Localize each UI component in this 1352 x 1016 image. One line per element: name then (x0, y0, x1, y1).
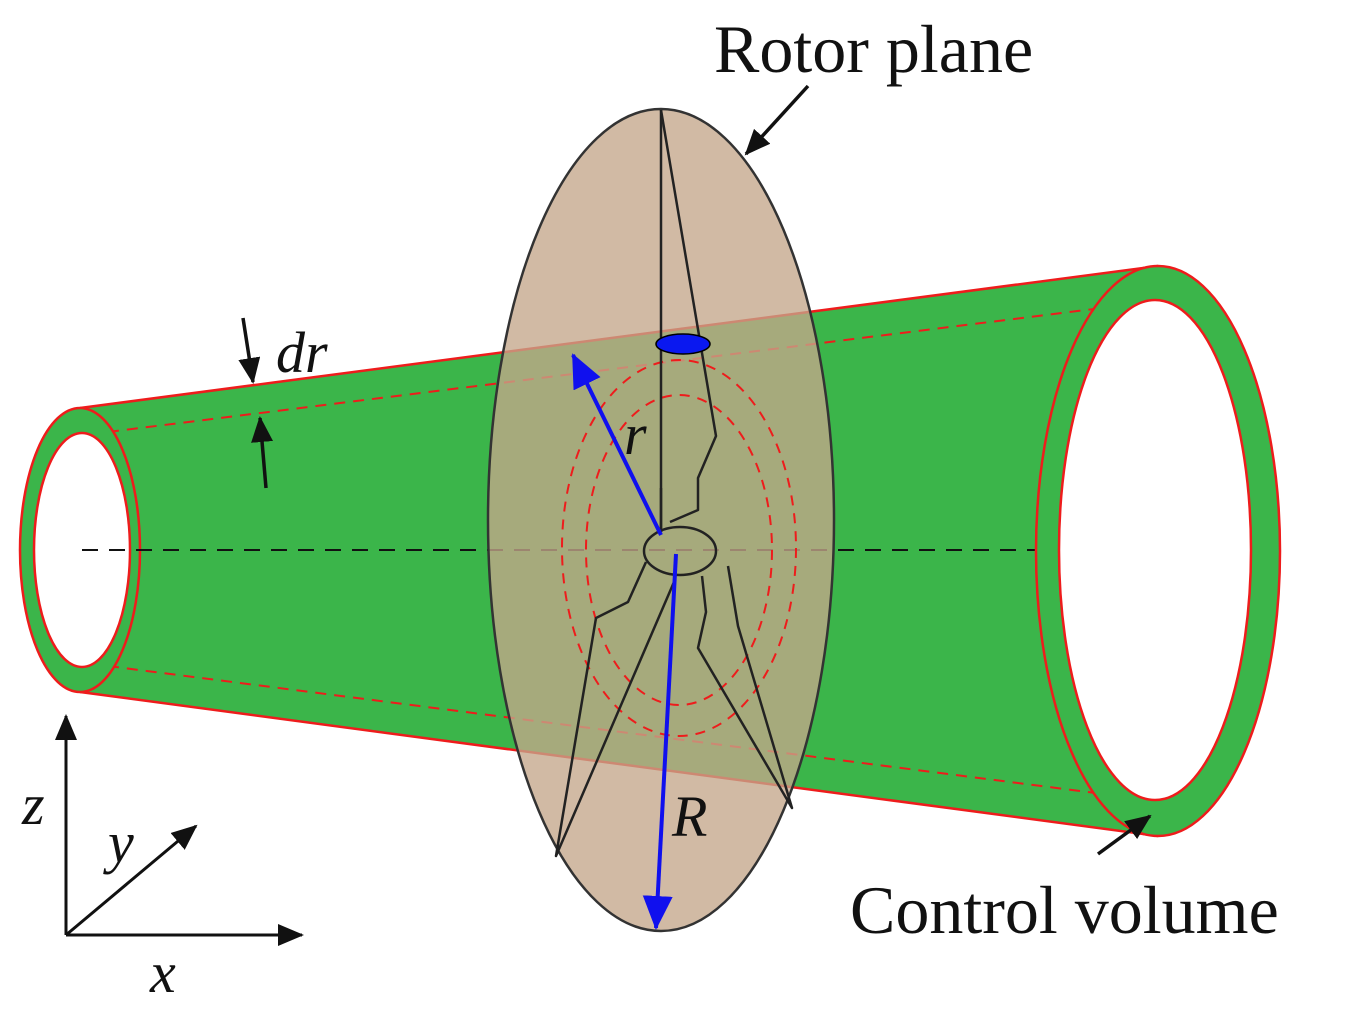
y-axis-label: y (103, 810, 134, 875)
rotor-radius-arrow (642, 553, 678, 930)
y-axis (65, 824, 198, 937)
dr-arrow-down (238, 317, 261, 384)
z-axis-label: z (21, 772, 45, 837)
outlet-hole (1057, 298, 1253, 802)
turbine-blades (554, 109, 794, 858)
inner-dashed-bottom (107, 665, 1151, 801)
blade-lower-right (696, 565, 794, 810)
small-radius-arrow (571, 353, 663, 536)
control-volume-label: Control volume (850, 872, 1279, 948)
x-axis-label: x (149, 940, 176, 1005)
coordinate-axes (55, 714, 304, 946)
rotor-radius-label: R (671, 784, 707, 849)
rotor-hub (642, 525, 718, 577)
annulus-inner-ring (585, 394, 773, 706)
blade-upper (659, 109, 718, 524)
blade-element-marker (655, 333, 711, 355)
annulus-outer-ring (561, 359, 797, 737)
rotor-plane-label: Rotor plane (714, 11, 1033, 87)
dr-arrow-up (251, 416, 274, 489)
inner-dashed-top (107, 301, 1151, 433)
outlet-annulus-group (1034, 264, 1282, 838)
small-radius-label: r (624, 402, 647, 467)
dr-label: dr (276, 320, 328, 385)
control-volume-callout-arrow (1096, 814, 1152, 856)
rotor-plane-callout-arrow (744, 84, 810, 156)
blade-lower-left (554, 561, 676, 858)
